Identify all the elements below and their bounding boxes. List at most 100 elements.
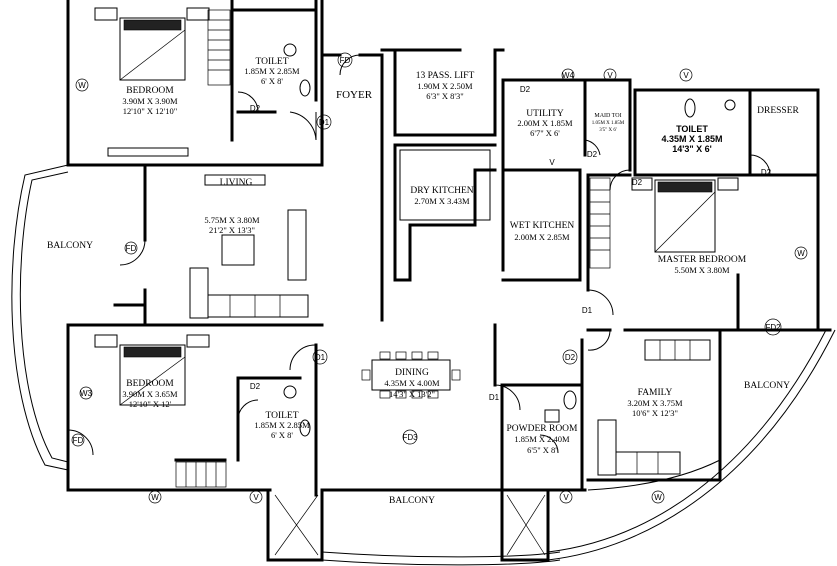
- room-dimensions: 1.85M X 2.40M: [514, 434, 570, 444]
- window-tag: V: [253, 493, 259, 502]
- room-dimensions-ft: 14'3" X 6': [672, 144, 712, 154]
- door-tag: D1: [319, 118, 330, 127]
- room-name: TOILET: [676, 124, 708, 134]
- sofa-icon: [287, 209, 307, 281]
- room-name: POWDER ROOM: [507, 424, 579, 434]
- window-tag: W: [78, 81, 86, 90]
- window-tag: V: [549, 158, 555, 167]
- furniture: [94, 7, 739, 488]
- room-name: DINING: [395, 368, 429, 378]
- door-tag: FD3: [402, 433, 418, 442]
- sofa-icon: [207, 294, 309, 318]
- door-tag: D2: [250, 382, 261, 391]
- room-dimensions: 2.70M X 3.43M: [414, 196, 470, 206]
- room-dimensions-ft: 6' X 8': [261, 76, 283, 86]
- room-dimensions-ft: 6'5" X 8': [527, 445, 557, 455]
- room-dimensions-ft: 21'2" X 13'3": [209, 225, 255, 235]
- window-tag: W3: [80, 389, 93, 398]
- room-dimensions: 5.75M X 3.80M: [204, 215, 260, 225]
- room-dimensions: 4.35M X 1.85M: [661, 134, 722, 144]
- room-name: LIVING: [220, 178, 253, 188]
- room-dimensions: 1.85M X 2.85M: [244, 66, 300, 76]
- dining-table-icon: [371, 359, 451, 391]
- window-tag: V: [607, 71, 613, 80]
- wc-icon: [563, 390, 577, 410]
- door-tag: D1: [582, 306, 593, 315]
- room-name: MASTER BEDROOM: [658, 255, 747, 265]
- basin-icon: [724, 99, 736, 111]
- room-name: BALCONY: [389, 496, 435, 506]
- door-tag: D2: [565, 353, 576, 362]
- room-name: BALCONY: [47, 241, 93, 251]
- room-dimensions-ft: 6' X 8': [271, 430, 293, 440]
- room-name: WET KITCHEN: [510, 221, 575, 231]
- door-tag: D2: [761, 168, 772, 177]
- door-tag: D1: [489, 393, 500, 402]
- wc-icon: [684, 98, 696, 118]
- window-tag: W4: [562, 71, 575, 80]
- window-tag: V: [683, 71, 689, 80]
- curved-balconies: [11, 164, 836, 566]
- wc-icon: [283, 43, 297, 57]
- door-tag: FD: [340, 56, 351, 65]
- tv-unit-icon: [644, 339, 711, 361]
- room-dimensions: 2.00M X 1.85M: [517, 118, 573, 128]
- window-tag: W: [654, 493, 662, 502]
- room-dimensions-ft: 14'3" X 13'2": [389, 389, 435, 399]
- room-dimensions-ft: 6'3" X 8'3": [426, 91, 463, 101]
- basin-icon: [299, 419, 311, 437]
- door-tag: D2: [250, 104, 261, 113]
- room-dimensions-ft: 3'5" X 6': [599, 128, 617, 133]
- walls: [66, 0, 832, 562]
- room-dimensions: 3.20M X 3.75M: [627, 398, 683, 408]
- opening-tags: FD D1 D2 W D2 W4 V V D2 V D2 D2 W FD2 D1…: [73, 56, 806, 502]
- basin-icon: [299, 79, 311, 97]
- room-dimensions: 5.50M X 3.80M: [674, 265, 730, 275]
- window-tag: W: [151, 493, 159, 502]
- shaft-crosses: [274, 494, 546, 556]
- room-dimensions: 3.90M X 3.90M: [122, 96, 178, 106]
- room-dimensions-ft: 12'10" X 12'10": [123, 106, 177, 116]
- door-tag: FD: [73, 436, 84, 445]
- room-dimensions: 4.35M X 4.00M: [384, 378, 440, 388]
- room-dimensions-ft: 12'10" X 12': [129, 399, 172, 409]
- room-name: BEDROOM: [126, 86, 174, 96]
- room-dimensions: 1.85M X 2.85M: [254, 420, 310, 430]
- sofa-icon: [615, 451, 681, 475]
- room-dimensions: 1.90M X 2.50M: [417, 81, 473, 91]
- door-tag: D2: [520, 85, 531, 94]
- room-name: MAID TOI: [594, 113, 621, 119]
- window-tag: W: [797, 249, 805, 258]
- room-name: BEDROOM: [126, 379, 174, 389]
- tv-unit-icon: [204, 174, 266, 186]
- sofa-icon: [597, 419, 617, 476]
- coffee-table-icon: [221, 234, 255, 266]
- door-tag: FD2: [765, 323, 781, 332]
- room-dimensions: 2.00M X 2.85M: [514, 232, 570, 242]
- door-tag: D2: [587, 150, 598, 159]
- room-dimensions-ft: 6'7" X 6': [530, 128, 560, 138]
- room-name: TOILET: [255, 57, 288, 67]
- room-name: DRY KITCHEN: [410, 186, 473, 196]
- room-name: UTILITY: [526, 109, 564, 119]
- room-dimensions: 1.05M X 1.85M: [592, 121, 625, 126]
- door-tag: FD: [126, 244, 137, 253]
- door-tag: D1: [315, 353, 326, 362]
- room-name: TOILET: [265, 411, 298, 421]
- room-name: 13 PASS. LIFT: [416, 71, 475, 81]
- sofa-icon: [189, 267, 209, 319]
- room-name: BALCONY: [744, 381, 790, 391]
- room-labels: BEDROOM 3.90M X 3.90M 12'10" X 12'10" TO…: [47, 57, 799, 506]
- tag-markers: [71, 52, 808, 504]
- door-tag: D2: [632, 178, 643, 187]
- room-name: DRESSER: [757, 106, 799, 116]
- room-dimensions-ft: 10'6" X 12'3": [632, 408, 678, 418]
- room-dimensions: 3.90M X 3.65M: [122, 389, 178, 399]
- wc-icon: [283, 385, 297, 399]
- room-name: FAMILY: [638, 388, 673, 398]
- window-tag: V: [563, 493, 569, 502]
- basin-icon: [544, 409, 560, 423]
- room-name: FOYER: [336, 89, 373, 101]
- door-swings: [67, 54, 771, 456]
